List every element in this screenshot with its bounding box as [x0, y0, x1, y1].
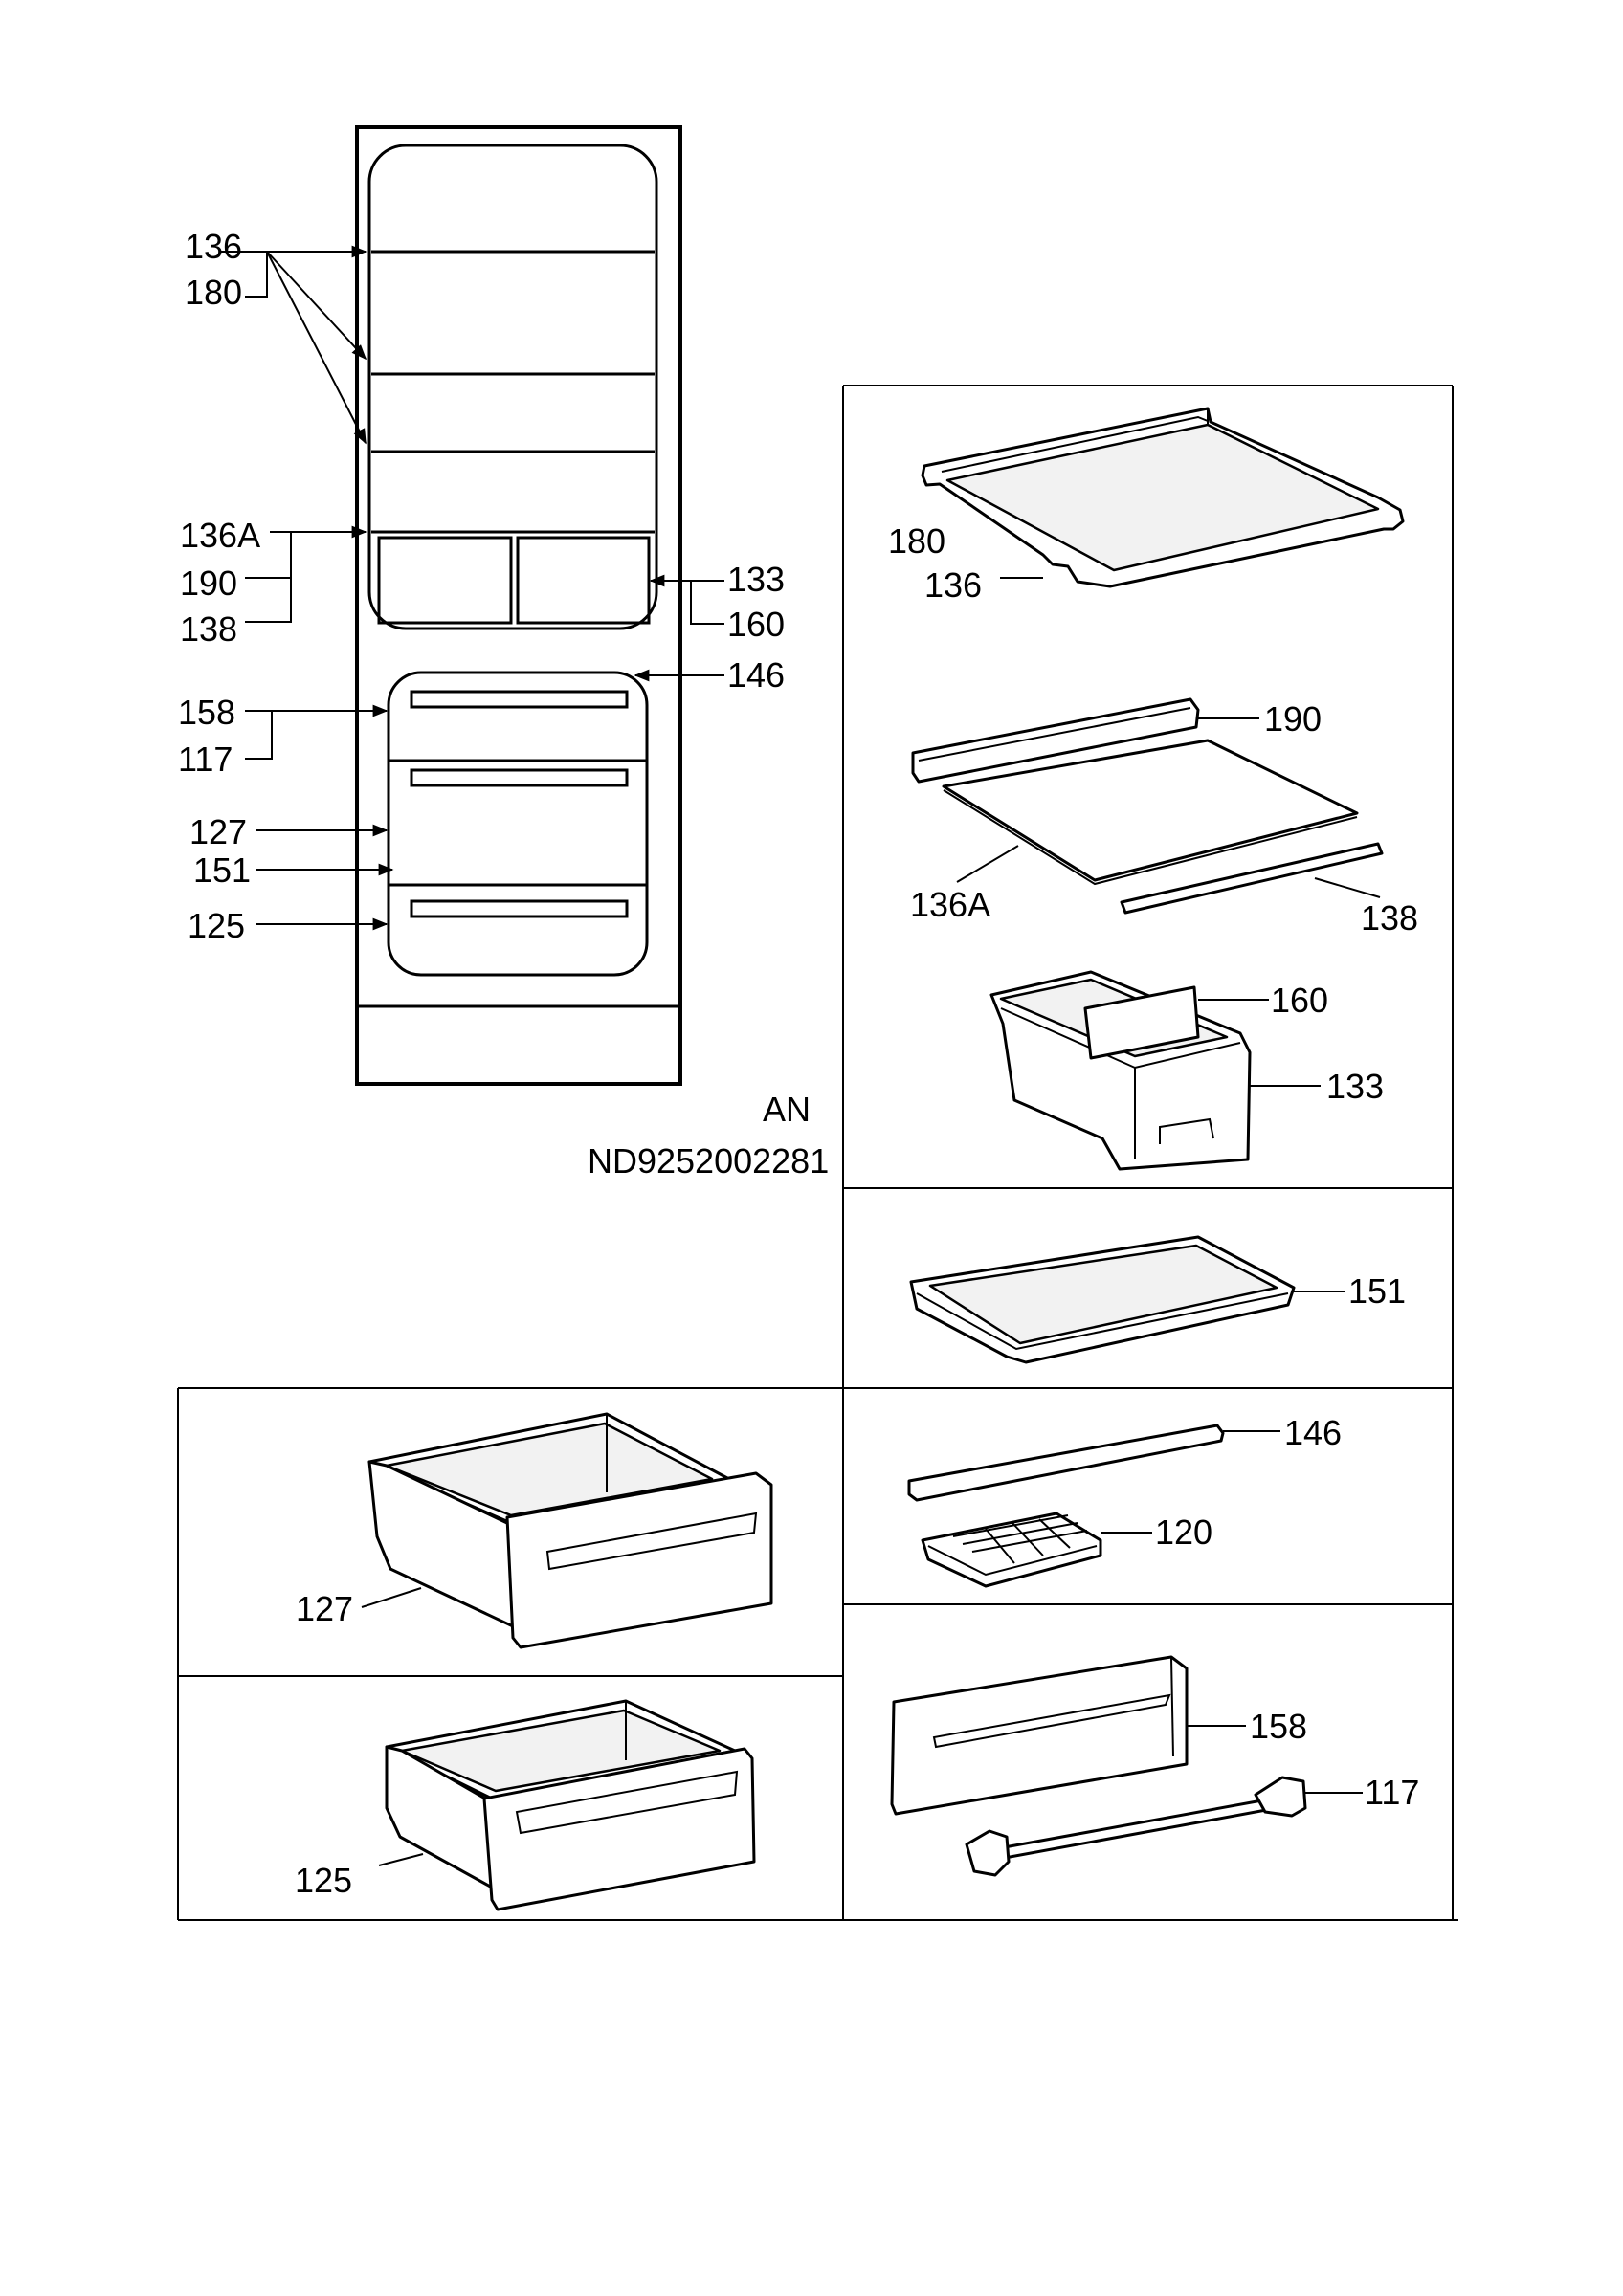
part-callout-136a: 136A — [910, 885, 990, 924]
callout-117: 117 — [178, 740, 233, 779]
part-drawer-lower: 125 — [295, 1699, 756, 1911]
part-callout-151: 151 — [1348, 1271, 1406, 1311]
freezer-compartment — [387, 671, 649, 977]
part-callout-136: 136 — [924, 565, 982, 605]
callout-151: 151 — [193, 850, 251, 890]
part-ice-tray: 120 — [921, 1512, 1212, 1588]
part-drawer-upper: 127 — [296, 1412, 773, 1649]
drawer-handle-3 — [410, 899, 629, 918]
callout-136a: 136A — [180, 516, 260, 555]
part-callout-146: 146 — [1284, 1413, 1342, 1452]
callout-127: 127 — [189, 812, 247, 851]
part-callout-127: 127 — [296, 1589, 353, 1628]
callout-160: 160 — [727, 605, 785, 644]
callout-136: 136 — [185, 227, 242, 266]
callout-190: 190 — [180, 563, 237, 603]
callout-180: 180 — [185, 273, 242, 312]
drawer-handle-2 — [410, 768, 629, 787]
crisper-right — [516, 536, 651, 625]
part-tray: 151 — [909, 1235, 1406, 1364]
part-glass-shelf-set: 190 136A 138 — [910, 697, 1418, 938]
callout-125: 125 — [188, 906, 245, 945]
part-drawer-rail: 117 — [965, 1773, 1419, 1877]
part-callout-190: 190 — [1264, 699, 1322, 739]
overview-leaders — [220, 245, 724, 931]
appliance-overview: 136 180 136A 190 138 133 160 146 158 117… — [178, 125, 829, 1181]
callout-158: 158 — [178, 693, 235, 732]
crisper-left — [377, 536, 513, 625]
part-callout-180: 180 — [888, 521, 945, 561]
part-frame-rail: 146 — [907, 1413, 1342, 1502]
part-callout-160: 160 — [1271, 981, 1328, 1020]
part-callout-120: 120 — [1155, 1512, 1212, 1552]
cabinet-outline — [355, 125, 682, 1086]
parts-grid — [177, 385, 1458, 1921]
part-callout-133: 133 — [1326, 1067, 1384, 1106]
part-callout-158: 158 — [1250, 1707, 1307, 1746]
variant-code: AN — [763, 1090, 811, 1129]
drawer-handle-1 — [410, 690, 629, 709]
drawing-number: ND9252002281 — [588, 1141, 829, 1181]
callout-133: 133 — [727, 560, 785, 599]
part-crisper: 160 133 — [989, 970, 1384, 1171]
part-callout-138: 138 — [1361, 898, 1418, 938]
part-callout-117: 117 — [1365, 1773, 1419, 1812]
callout-146: 146 — [727, 655, 785, 695]
part-callout-125: 125 — [295, 1861, 352, 1900]
fridge-compartment — [367, 144, 658, 630]
part-drawer-front: 158 — [890, 1655, 1307, 1816]
callout-138: 138 — [180, 609, 237, 649]
part-shelf-frame: 180 136 — [888, 407, 1405, 605]
